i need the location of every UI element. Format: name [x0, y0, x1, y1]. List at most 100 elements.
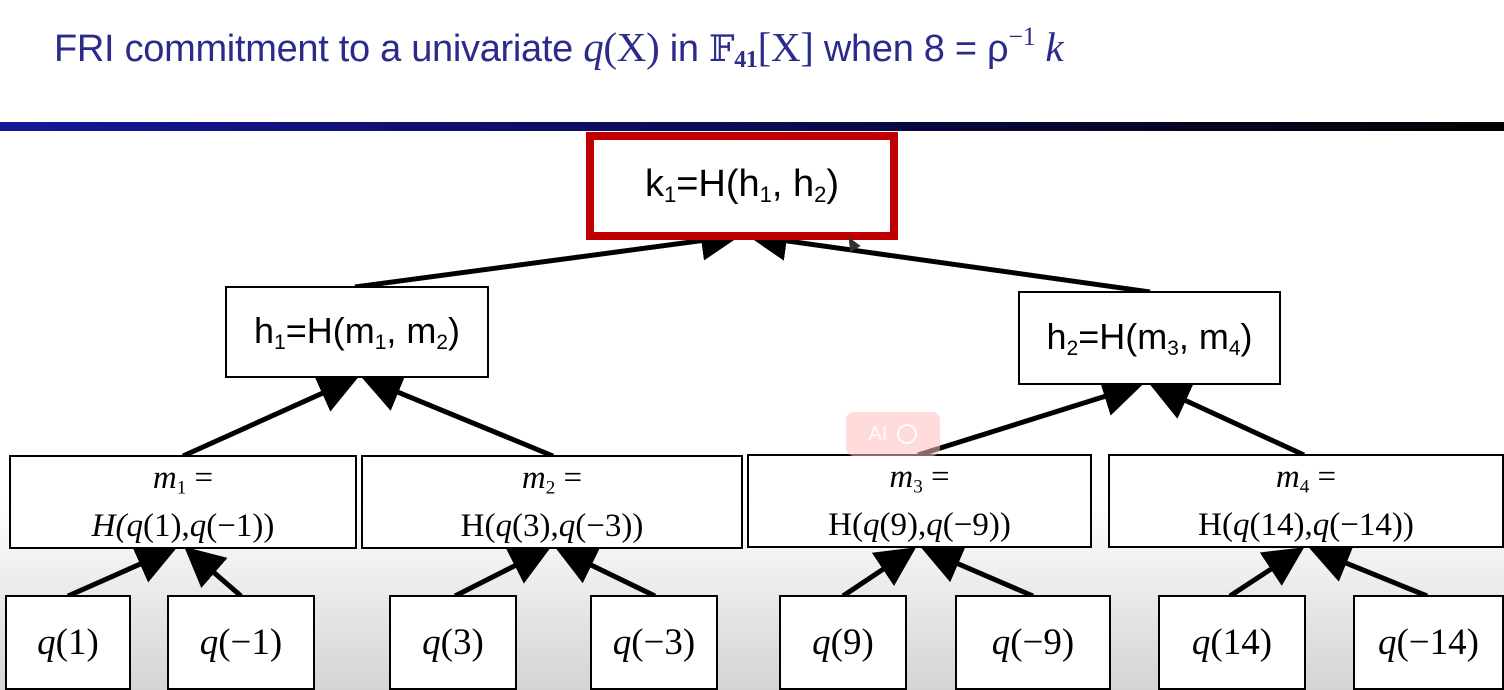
h2-sub: 2	[1066, 336, 1079, 360]
h1-main: h	[254, 309, 275, 351]
edge-l5-m3	[841, 547, 917, 599]
h2-label: h2=H(m3, m4)	[1047, 316, 1253, 361]
node-h2: h2=H(m3, m4)	[1018, 291, 1281, 385]
h1-sub: 1	[274, 330, 286, 354]
root-main: k	[644, 163, 664, 206]
node-m4: m4 = H(q(14),q(−14))	[1108, 454, 1504, 548]
m2-bottom: H(q(3),q(−3))	[461, 507, 644, 545]
m1-eq: =	[186, 459, 214, 496]
m2-c: ,	[550, 508, 559, 545]
m3-eq: =	[922, 458, 950, 495]
edge-l6-m3	[921, 545, 1034, 599]
leaf-q-neg3-label: q(−3)	[613, 621, 696, 664]
edge-m3-h2	[917, 377, 1143, 458]
m3-q1: q	[863, 507, 880, 544]
title-poly-arg: (X)	[603, 24, 660, 70]
edge-m4-h2	[1149, 382, 1306, 458]
root-sub: 1	[663, 182, 677, 208]
node-m1: m1 = H(q(1),q(−1))	[9, 455, 357, 549]
leaf-q-neg3-arg: (−3)	[631, 622, 696, 663]
m3-sub: 3	[913, 476, 923, 498]
leaf-q-neg1-q: q	[199, 622, 219, 663]
m4-a2: (−14))	[1329, 507, 1414, 544]
edge-l1-m1	[66, 545, 177, 599]
leaf-q-neg9-label: q(−9)	[992, 621, 1075, 664]
leaf-q14-label: q(14)	[1192, 621, 1272, 664]
leaf-q-neg3-q: q	[612, 622, 632, 663]
leaf-q9-q: q	[812, 622, 831, 663]
m1-a2: (−1))	[206, 508, 275, 545]
edge-h1-root	[354, 220, 741, 290]
h1-close: )	[447, 309, 460, 351]
title-in: in	[659, 28, 709, 70]
m1-top: m1 =	[153, 459, 213, 507]
m1-q2: q	[189, 508, 207, 545]
m3-q2: q	[926, 507, 943, 544]
title-field-sub: 41	[734, 47, 758, 73]
m2-top: m2 =	[522, 459, 582, 507]
leaf-q3-label: q(3)	[422, 621, 484, 664]
m2-q1: q	[495, 508, 513, 545]
m3-a1: (9)	[879, 507, 918, 544]
root-sub3: 2	[814, 182, 827, 208]
m3-name: m	[889, 458, 914, 495]
ai-search-overlay[interactable]: AI	[846, 412, 940, 456]
edge-m2-h1	[361, 373, 554, 459]
h2-sub2: 3	[1167, 336, 1179, 360]
leaf-q14-arg: (14)	[1210, 622, 1273, 663]
title-poly: q	[583, 24, 604, 70]
h1-sub3: 2	[436, 330, 448, 354]
leaf-q1-label: q(1)	[37, 621, 99, 664]
m4-h: H(	[1198, 507, 1233, 544]
m4-q1: q	[1233, 507, 1250, 544]
edge-h2-root	[747, 221, 1151, 295]
title-sup: −1	[1008, 22, 1036, 51]
m2-q2: q	[558, 508, 576, 545]
leaf-q-neg1-arg: (−1)	[218, 622, 283, 663]
m4-q2: q	[1312, 507, 1330, 544]
leaf-q-neg3: q(−3)	[590, 595, 718, 690]
leaf-q-neg9-arg: (−9)	[1010, 622, 1075, 663]
m2-a1: (3)	[512, 508, 551, 545]
m4-name: m	[1275, 458, 1300, 495]
edge-l3-m2	[453, 547, 551, 599]
title-field-symbol: 𝔽	[708, 29, 735, 70]
m2-eq: =	[555, 459, 583, 496]
leaf-q-neg1-label: q(−1)	[200, 621, 283, 664]
h2-sep: , m	[1178, 315, 1229, 357]
m1-c: ,	[181, 508, 190, 545]
root-rest: =H(h	[676, 163, 760, 206]
h1-label: h1=H(m1, m2)	[254, 310, 460, 355]
leaf-q1-arg: (1)	[55, 622, 99, 663]
leaf-q14-q: q	[1191, 622, 1211, 663]
m3-a2: (−9))	[942, 507, 1011, 544]
root-close: )	[826, 163, 840, 206]
edge-l2-m1	[184, 546, 243, 598]
m1-sub: 1	[176, 477, 187, 499]
m1-h: H(	[91, 508, 127, 545]
leaf-q-neg9-q: q	[991, 622, 1011, 663]
m4-bottom: H(q(14),q(−14))	[1198, 506, 1414, 544]
root-sep: , h	[771, 163, 815, 206]
edge-m1-h1	[181, 375, 359, 459]
leaf-q9-arg: (9)	[830, 622, 874, 663]
m3-h: H(	[828, 507, 863, 544]
h1-rest: =H(m	[285, 309, 375, 351]
h1-sep: , m	[386, 309, 437, 351]
m1-name: m	[152, 459, 177, 496]
search-icon[interactable]	[897, 424, 918, 444]
node-m2: m2 = H(q(3),q(−3))	[361, 455, 743, 549]
slide-title: FRI commitment to a univariate q(X) in 𝔽…	[54, 22, 1064, 74]
m4-a1: (14)	[1249, 507, 1305, 544]
root-node: k1=H(h1, h2)	[586, 132, 898, 240]
leaf-q9: q(9)	[779, 595, 907, 690]
m2-a2: (−3))	[575, 508, 644, 545]
root-sub2: 1	[759, 182, 772, 208]
edge-l7-m4	[1228, 547, 1305, 599]
ai-icon[interactable]: AI	[868, 422, 888, 445]
title-k: k	[1035, 24, 1064, 70]
h2-close: )	[1240, 315, 1253, 357]
m4-top: m4 =	[1276, 458, 1336, 506]
leaf-q1: q(1)	[5, 595, 131, 690]
